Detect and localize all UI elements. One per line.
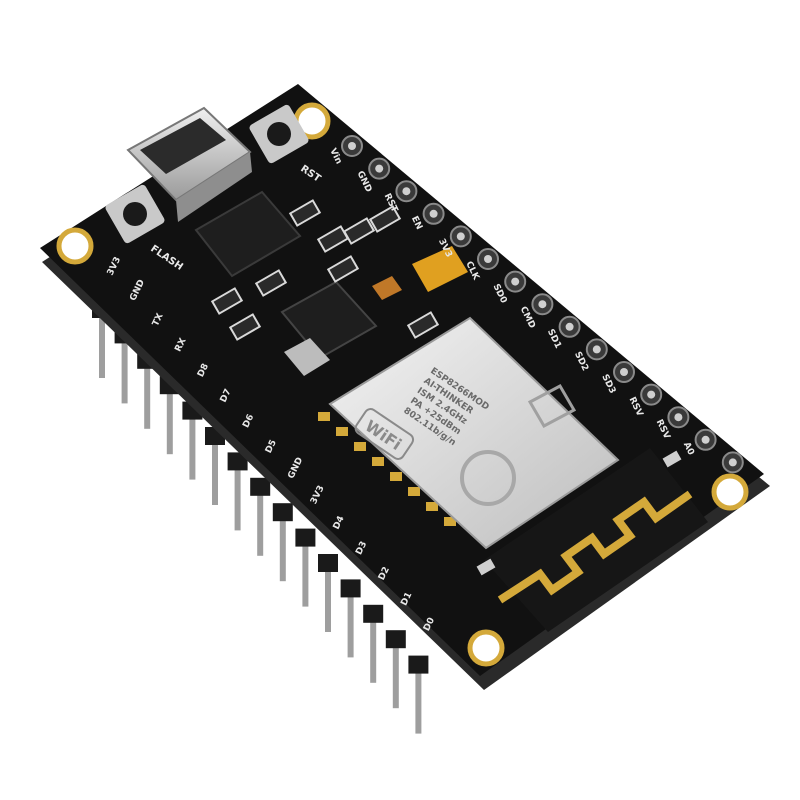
pin-tip bbox=[674, 413, 683, 422]
header-pin bbox=[121, 331, 128, 404]
header-plastic bbox=[272, 503, 293, 522]
pin-tip bbox=[429, 209, 438, 218]
pin-tip bbox=[592, 345, 601, 354]
module-pad bbox=[408, 487, 420, 496]
module-pad bbox=[372, 457, 384, 466]
capacitor bbox=[372, 246, 468, 300]
header-pin bbox=[370, 610, 377, 683]
header-plastic bbox=[408, 655, 429, 674]
header-pin bbox=[325, 560, 331, 632]
module-pad bbox=[426, 502, 438, 511]
micro-usb-connector[interactable] bbox=[126, 106, 252, 222]
mounting-hole bbox=[56, 227, 94, 265]
header-plastic bbox=[227, 452, 248, 471]
module-pad bbox=[318, 412, 330, 421]
header-pin bbox=[144, 356, 151, 429]
pin-tip bbox=[348, 142, 356, 150]
voltage-regulator bbox=[280, 280, 378, 376]
header-pin bbox=[279, 509, 286, 582]
module-pad bbox=[336, 427, 348, 436]
header-pin bbox=[189, 407, 196, 480]
header-plastic bbox=[340, 579, 361, 598]
top-pin-header bbox=[341, 135, 744, 474]
pin-tip bbox=[701, 435, 710, 444]
header-plastic bbox=[295, 528, 316, 547]
header-pin bbox=[347, 585, 354, 658]
module-pad bbox=[354, 442, 366, 451]
header-pin bbox=[212, 433, 218, 505]
reset-button[interactable] bbox=[248, 103, 310, 164]
header-pin bbox=[234, 458, 241, 531]
status-led bbox=[662, 450, 682, 468]
smd-components bbox=[210, 199, 440, 341]
header-pin bbox=[99, 306, 105, 378]
usb-serial-chip bbox=[194, 190, 302, 278]
header-pin bbox=[302, 534, 309, 607]
header-plastic bbox=[385, 630, 406, 649]
pin-tip bbox=[647, 390, 656, 399]
header-pin bbox=[257, 483, 264, 556]
header-pin bbox=[415, 661, 422, 734]
mounting-hole bbox=[711, 473, 749, 511]
pin-tip bbox=[456, 232, 465, 241]
espressif-logo bbox=[460, 450, 516, 506]
pin-tip bbox=[375, 164, 384, 173]
header-pin bbox=[392, 636, 399, 709]
pin-tip bbox=[511, 277, 520, 286]
header-plastic bbox=[363, 604, 384, 623]
mounting-holes bbox=[56, 102, 749, 667]
status-led bbox=[476, 558, 496, 576]
pin-tip bbox=[620, 368, 628, 376]
pin-tip bbox=[484, 255, 492, 263]
header-pin bbox=[166, 382, 173, 455]
esp-module: ESP8266MOD AI-THINKER ISM 2.4GHz PA +25d… bbox=[328, 316, 620, 550]
chip-logo bbox=[527, 383, 577, 429]
flash-button[interactable] bbox=[104, 183, 166, 244]
module-pad bbox=[444, 517, 456, 526]
header-plastic bbox=[318, 554, 338, 572]
module-pad bbox=[390, 472, 402, 481]
pin-tip bbox=[728, 458, 737, 467]
pin-tip bbox=[538, 300, 547, 309]
mounting-hole bbox=[467, 629, 505, 667]
pin-tip bbox=[402, 187, 411, 196]
header-plastic bbox=[250, 477, 271, 496]
pcb-antenna bbox=[484, 448, 708, 632]
pin-tip bbox=[565, 322, 574, 331]
